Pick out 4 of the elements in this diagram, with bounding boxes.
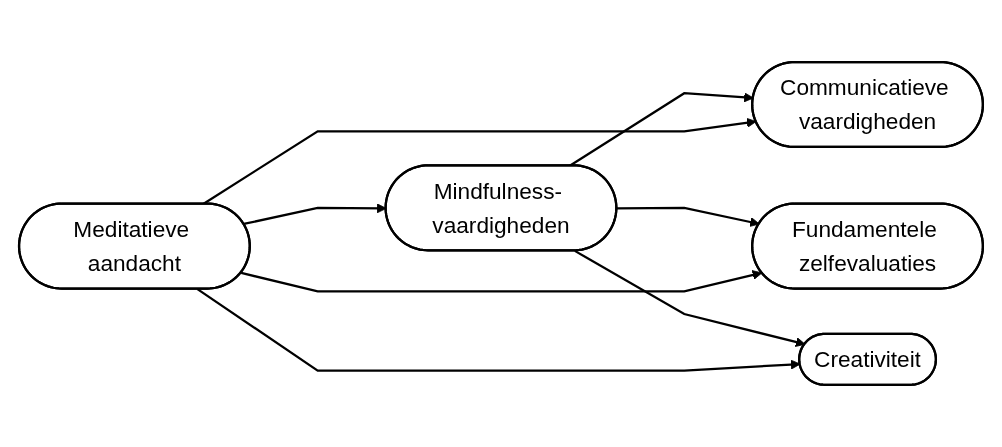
arrow (196, 288, 801, 372)
arrow (616, 206, 760, 227)
arrow (574, 249, 806, 347)
arrow (241, 270, 763, 293)
